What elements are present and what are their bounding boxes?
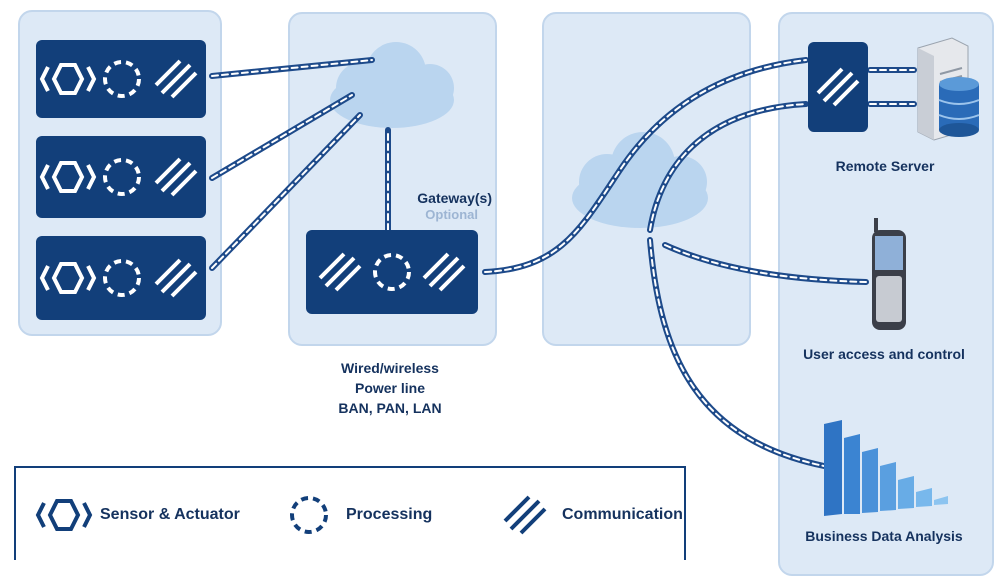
mobile-phone-icon [872, 218, 906, 330]
bar-chart-icon [824, 420, 948, 516]
local-cloud-icon [330, 42, 454, 128]
processing-icon [103, 60, 141, 98]
device-node-3 [36, 236, 206, 320]
database-icon [938, 77, 980, 137]
processing-icon [103, 259, 141, 297]
user-access-label: User access and control [803, 346, 965, 362]
legend-sensor-label: Sensor & Actuator [100, 506, 240, 523]
link-internet-phone [662, 242, 869, 285]
legend: Sensor & Actuator Processing Communicati… [14, 466, 686, 560]
device-node-2 [36, 136, 206, 218]
gateway-node [306, 230, 478, 314]
remote-server-node [808, 42, 868, 132]
link-internet-server2 [647, 101, 809, 233]
business-data-label: Business Data Analysis [805, 528, 963, 544]
legend-processing-label: Processing [346, 506, 433, 523]
gateway-optional-label: Optional [425, 207, 478, 222]
sensor-actuator-icon [39, 161, 97, 193]
link-gateway-internet [482, 57, 809, 275]
gateway-label: Gateway(s) [417, 190, 492, 206]
network-label-line1: Wired/wireless [341, 360, 439, 376]
connections [209, 57, 917, 469]
remote-server-label: Remote Server [835, 158, 935, 174]
sensor-actuator-icon [39, 63, 97, 95]
sensor-actuator-icon [39, 262, 97, 294]
network-label-line3: BAN, PAN, LAN [338, 400, 442, 416]
network-label-line2: Power line [354, 380, 426, 396]
communication-icon [503, 495, 547, 535]
legend-communication-label: Communication [562, 506, 683, 523]
communication-icon [154, 258, 198, 298]
processing-icon [103, 158, 141, 196]
communication-icon [154, 157, 198, 197]
processing-icon [373, 253, 411, 291]
communication-icon [154, 59, 198, 99]
device-node-1 [36, 40, 206, 118]
communication-icon [422, 252, 466, 292]
communication-icon [816, 67, 860, 107]
sensor-actuator-icon [35, 499, 93, 531]
communication-icon [318, 252, 362, 292]
processing-icon [290, 496, 328, 534]
